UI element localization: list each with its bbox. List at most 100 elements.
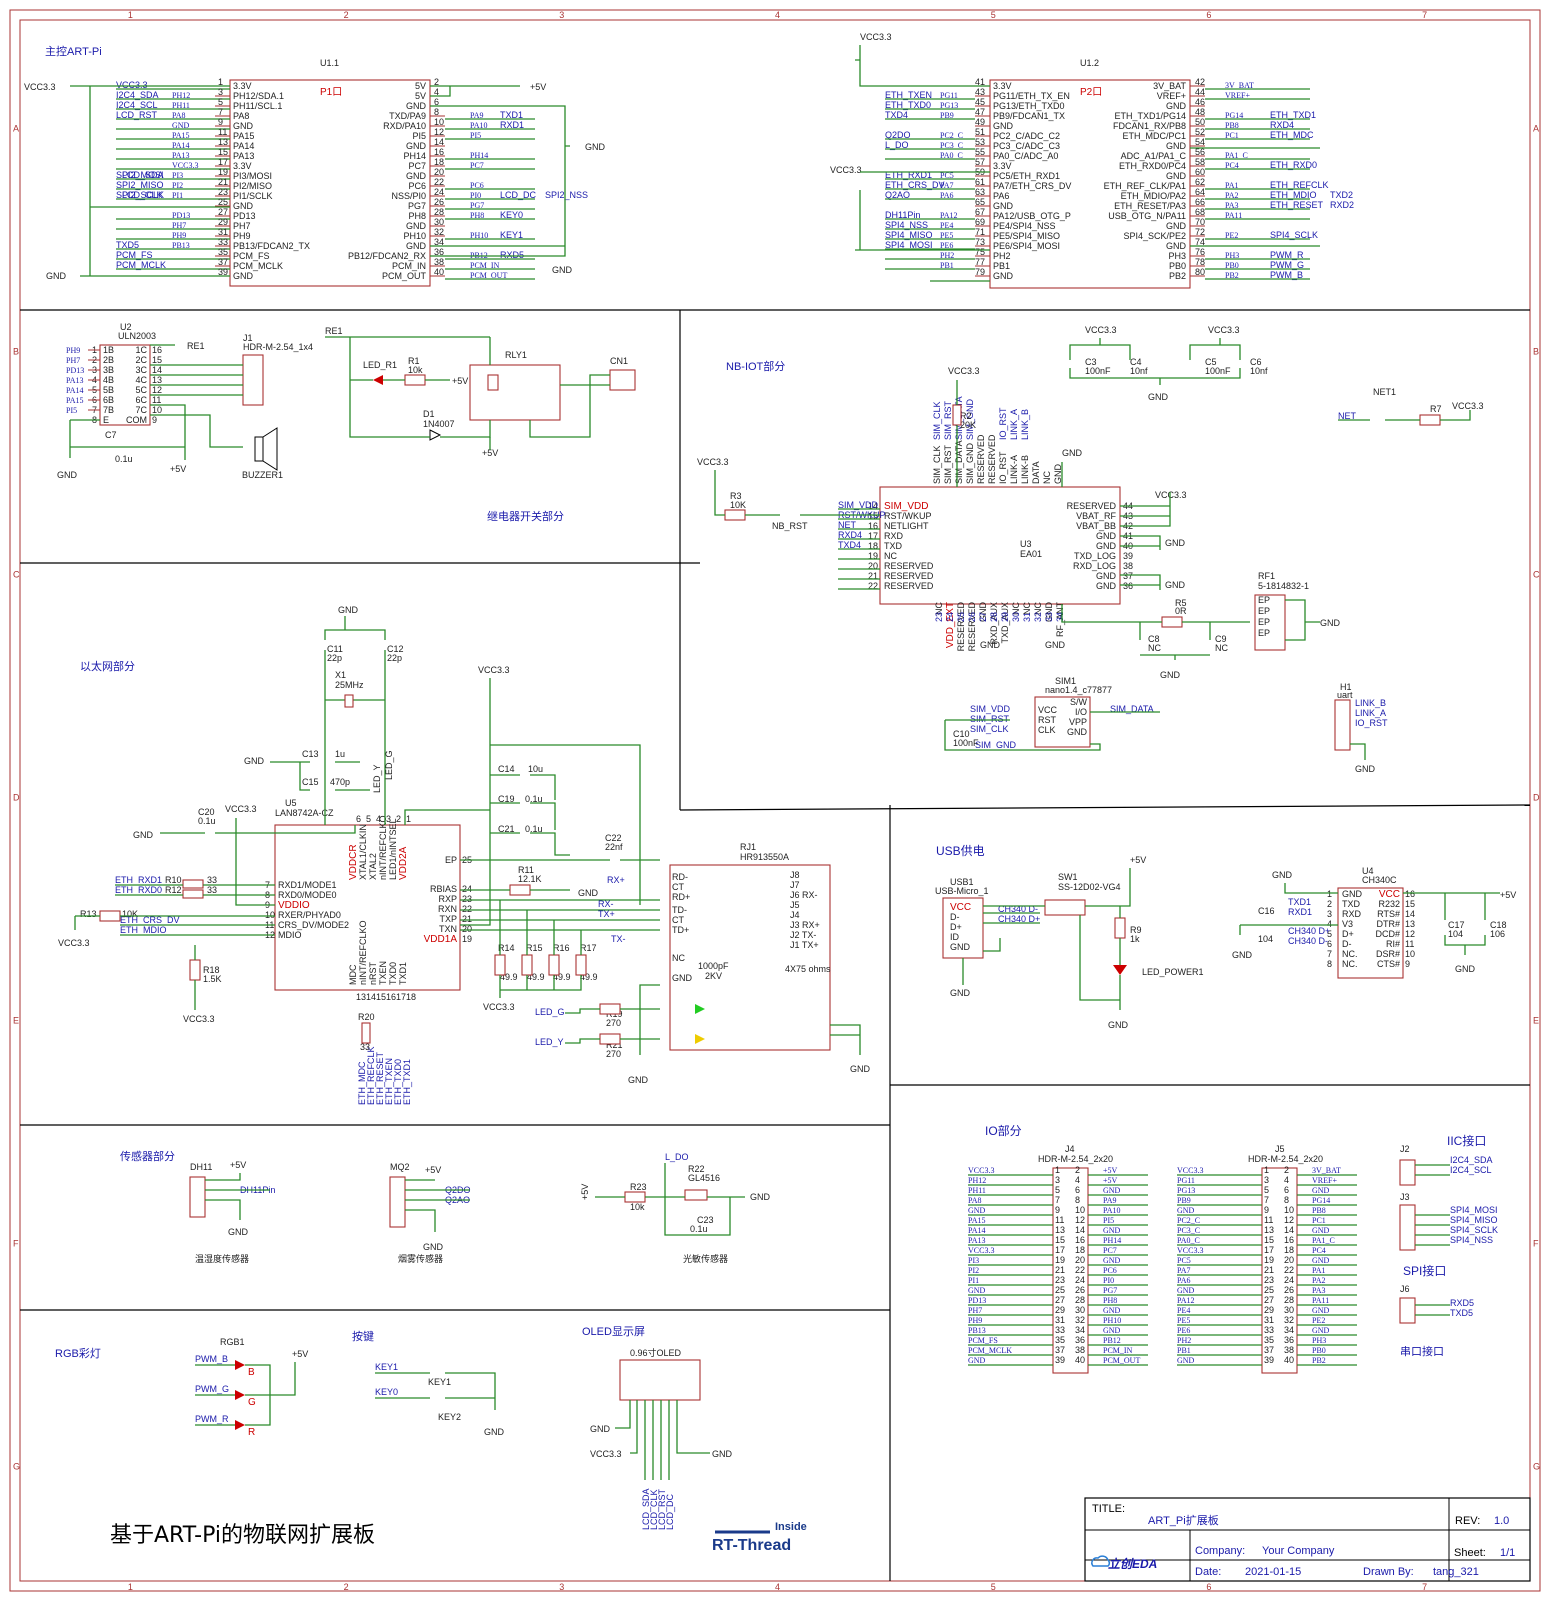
pin-number: 33 (1264, 1325, 1274, 1335)
svg-text:C15: C15 (302, 777, 319, 787)
pin-tag: PH3 (1225, 251, 1239, 260)
svg-text:R5: R5 (1175, 598, 1187, 608)
pin-number: 61 (975, 177, 985, 187)
pin-name: RESERVED (987, 434, 997, 484)
header-right-net: GND (1312, 1256, 1330, 1265)
svg-text:P1口: P1口 (320, 87, 342, 98)
header-left-net: GND (1177, 1206, 1195, 1215)
pin-name: PA13 (233, 151, 254, 161)
header-right-net: GND (1103, 1326, 1121, 1335)
svg-text:GND: GND (578, 888, 599, 898)
grid-row: F (1533, 1239, 1539, 1249)
svg-text:0.1u: 0.1u (115, 454, 133, 464)
header-left-net: GND (1177, 1286, 1195, 1295)
pin-number: 26 (434, 197, 444, 207)
svg-text:ULN2003: ULN2003 (118, 331, 156, 341)
svg-text:B: B (248, 1367, 255, 1378)
net-label: SIM_VDD (838, 500, 879, 510)
svg-text:GND: GND (133, 830, 154, 840)
pin-number: 51 (975, 127, 985, 137)
grid-col: 6 (1206, 1582, 1211, 1592)
pin-number: 19 (1264, 1255, 1274, 1265)
pin-name: PH9 (233, 231, 251, 241)
svg-text:R14: R14 (498, 943, 515, 953)
pin-tag: PG11 (940, 91, 958, 100)
inner-border (19, 19, 1531, 1582)
svg-text:C21: C21 (498, 824, 515, 834)
svg-text:104: 104 (1448, 929, 1463, 939)
pin-number: 34 (434, 237, 444, 247)
pin-tag: PB0 (1225, 261, 1239, 270)
ea01-module: U3 EA01 SIM_VDD14SIM_VDDRST/WKUP15RST/WK… (697, 325, 1484, 774)
pin-number: 3 (386, 814, 391, 824)
svg-text:J6: J6 (1400, 1284, 1410, 1294)
pin-number: 17 (396, 992, 406, 1002)
pin-number: 37 (218, 257, 228, 267)
pin-name: GND (993, 121, 1014, 131)
pin-number: 28 (1284, 1295, 1294, 1305)
header-right-net: PH10 (1103, 1316, 1121, 1325)
header-right-net: PB2 (1312, 1356, 1326, 1365)
pin-name: 7B (103, 405, 114, 415)
pin-number: 12 (1405, 929, 1415, 939)
svg-text:GND: GND (228, 1227, 249, 1237)
svg-text:R17: R17 (580, 943, 597, 953)
pin-name: PC7 (408, 161, 426, 171)
pin-tag: PB8 (1225, 121, 1239, 130)
grid-row: A (1533, 124, 1539, 134)
pin-name: GND (1096, 581, 1117, 591)
pin-number: 20 (434, 167, 444, 177)
pin-name: PB9/FDCAN1_TX (993, 111, 1065, 121)
pin-name: RD+ (672, 892, 690, 902)
pin-name: RXN (438, 904, 457, 914)
pin-name: RXD_LOG (1073, 561, 1116, 571)
pin-name: XTAL2 (368, 853, 378, 880)
keys: KEY1 KEY0 KEY1 KEY2 GND (375, 1362, 505, 1437)
pin-name: RXD0/MODE0 (278, 890, 337, 900)
pin-name: J4 (790, 910, 800, 920)
svg-text:J4: J4 (1065, 1144, 1075, 1154)
svg-text:GND: GND (552, 265, 573, 275)
pin-name: DCD# (1375, 929, 1400, 939)
svg-text:NB_RST: NB_RST (772, 521, 808, 531)
svg-text:NET: NET (1338, 411, 1357, 421)
pin-number: 14 (868, 501, 878, 511)
net-label: SPI2_SCLK (116, 190, 164, 200)
pin-name: 3.3V (233, 81, 252, 91)
pin-number: 34 (1075, 1325, 1085, 1335)
pin-name: 2C (135, 355, 147, 365)
pin-name: XTAL1/CLKIN (358, 824, 368, 880)
svg-text:VCC3.3: VCC3.3 (590, 1449, 622, 1459)
header-left-net: PI3 (968, 1256, 979, 1265)
pin-name: PH7 (233, 221, 251, 231)
pin-name: SPI4_SCK/PE2 (1123, 231, 1186, 241)
header-right-net: PH3 (1312, 1336, 1326, 1345)
svg-text:SPI4_SCLK: SPI4_SCLK (1450, 1225, 1498, 1235)
svg-text:LED_R1: LED_R1 (363, 360, 397, 370)
pin-name: TXD1 (398, 962, 408, 985)
pin-tag: PC4 (1225, 161, 1239, 170)
pin-tag: PCM_OUT (470, 271, 507, 280)
header-left-net: PB1 (1177, 1346, 1191, 1355)
header-right-net: PC1 (1312, 1216, 1326, 1225)
pin-name: J2 TX- (790, 930, 816, 940)
net-label: PWM_G (1270, 260, 1304, 270)
svg-text:RJ1: RJ1 (740, 842, 756, 852)
svg-text:J1: J1 (243, 333, 253, 343)
pin-name: TXD_AUX (1000, 602, 1010, 644)
svg-text:GND: GND (1455, 964, 1476, 974)
net-label: I2C4_SCL (116, 100, 158, 110)
svg-text:LED_G: LED_G (535, 1007, 565, 1017)
pin-name: SIM_CLK (932, 445, 942, 484)
pin-name: I/O (1075, 707, 1087, 717)
net-label: LCD_RST (116, 110, 158, 120)
svg-text:C4: C4 (1130, 357, 1142, 367)
pin-number: 36 (1075, 1335, 1085, 1345)
pin-tag: PA6 (940, 191, 954, 200)
pin-number: 41 (975, 77, 985, 87)
pin-number: 38 (1123, 561, 1133, 571)
pin-number: 32 (1075, 1315, 1085, 1325)
net-label: RXD1 (500, 120, 524, 130)
header-left-net: GND (968, 1206, 986, 1215)
pin-name: RXP (438, 894, 457, 904)
